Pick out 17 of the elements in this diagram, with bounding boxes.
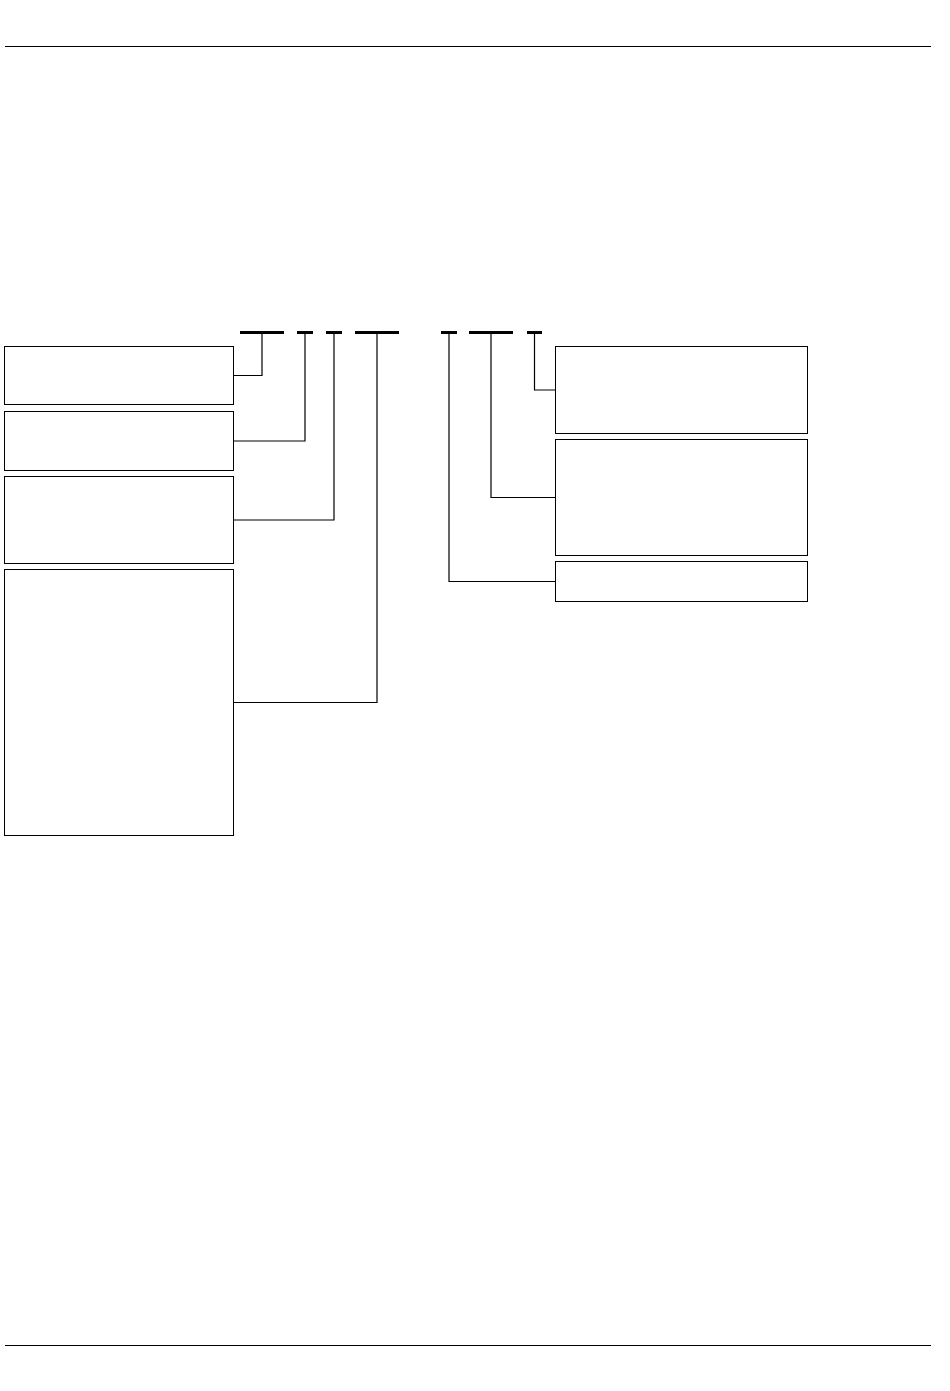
description-box	[4, 411, 234, 471]
leader-line	[490, 333, 556, 499]
description-box	[4, 476, 234, 564]
description-box	[555, 346, 808, 434]
description-box	[4, 569, 234, 836]
description-box	[555, 561, 808, 602]
leader-line	[448, 333, 556, 583]
description-box	[555, 439, 808, 556]
fill-in-line	[240, 331, 284, 334]
description-box	[4, 346, 234, 405]
leader-line	[233, 333, 263, 377]
fill-in-line	[355, 331, 399, 334]
leader-line	[233, 333, 335, 521]
leader-line	[533, 333, 556, 391]
fill-in-line	[469, 331, 513, 334]
leader-line	[233, 333, 306, 442]
leader-line	[233, 333, 378, 704]
